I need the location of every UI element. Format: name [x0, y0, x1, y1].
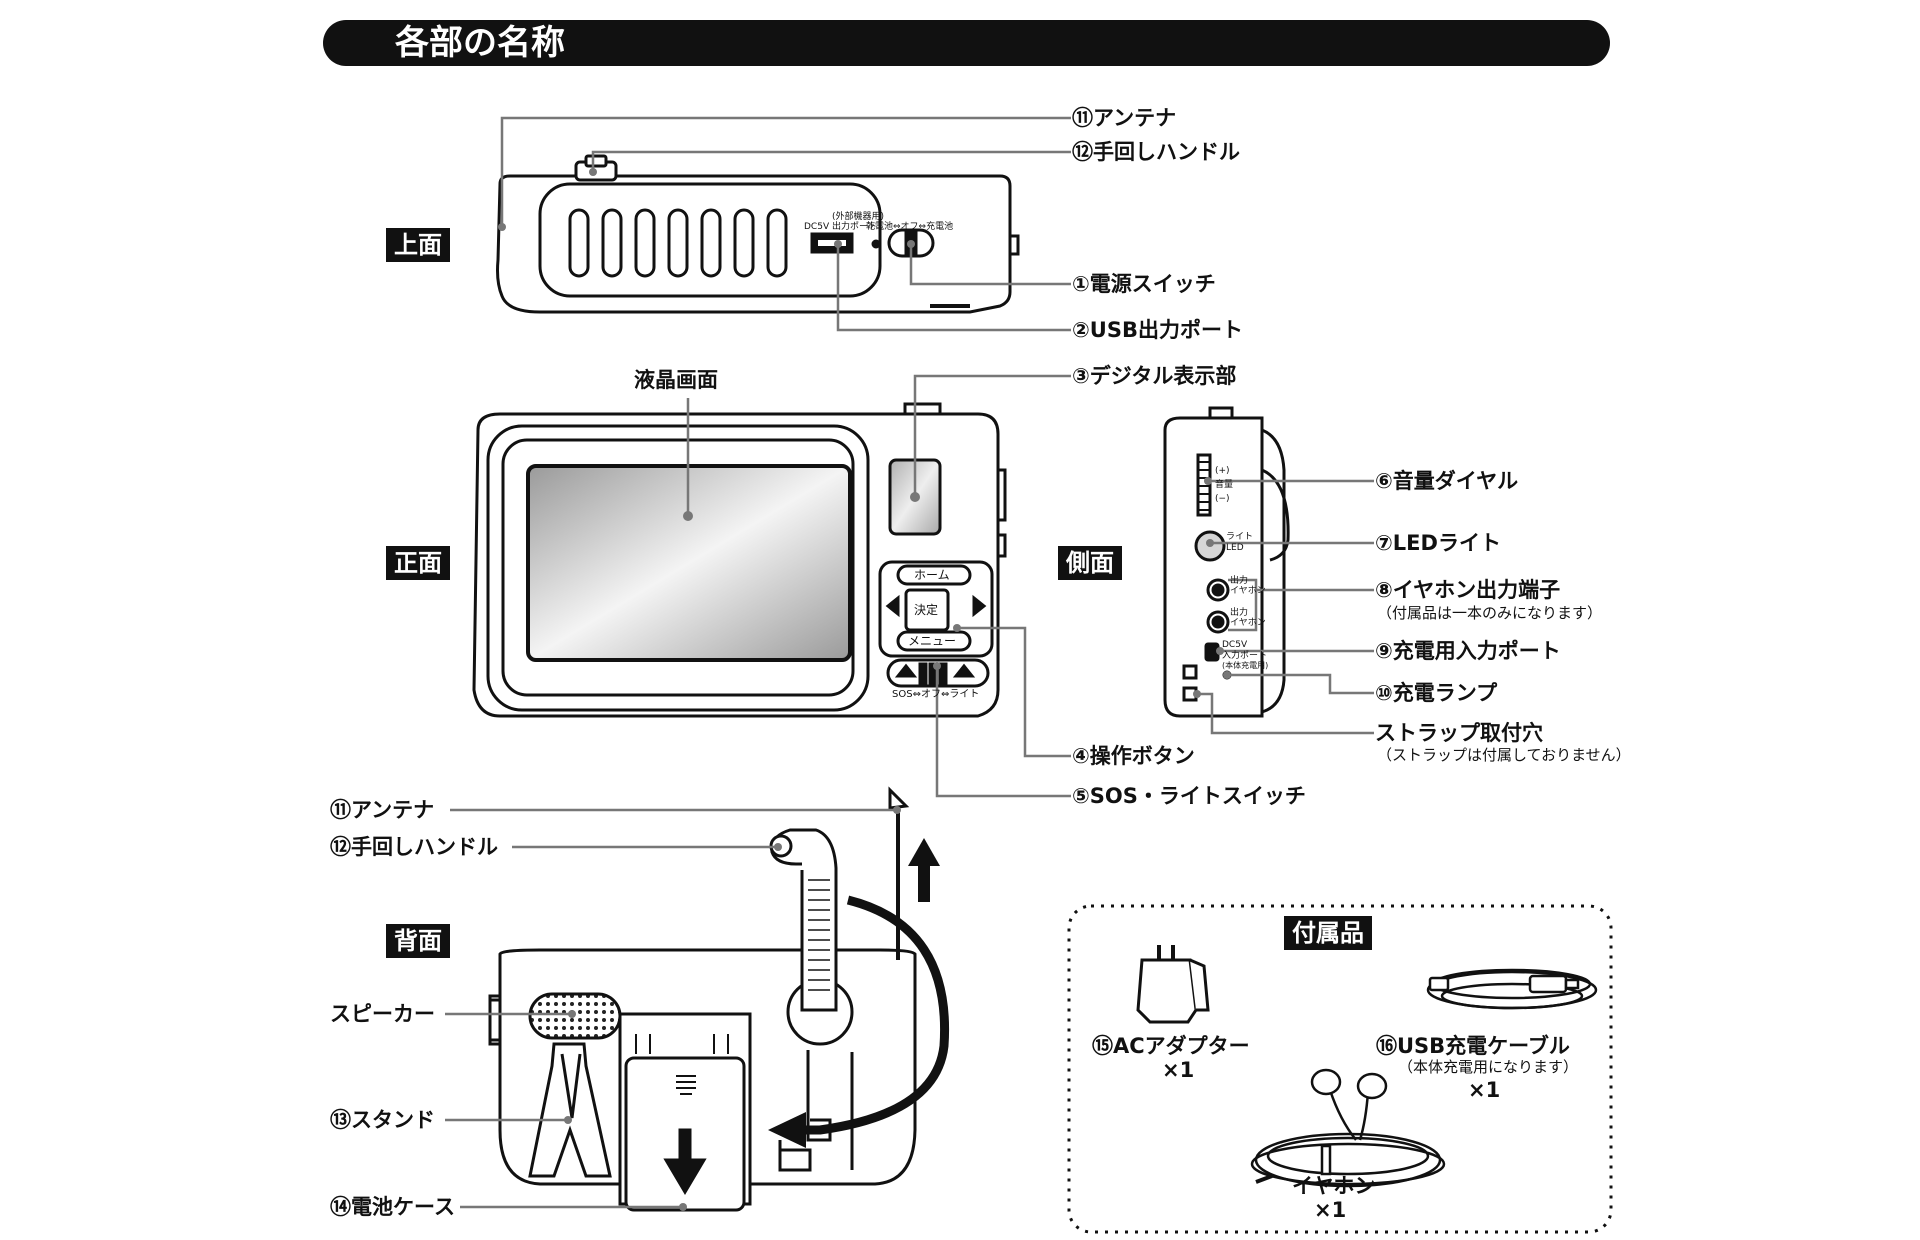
device-vol-name: 音量 [1215, 480, 1234, 490]
label-led: ⑦LEDライト [1375, 531, 1501, 555]
label-handle: ⑫手回しハンドル [1072, 140, 1240, 164]
label-battery-case: ⑭電池ケース [330, 1195, 455, 1219]
earphone-drawing [1250, 1068, 1446, 1188]
device-led: LED [1226, 543, 1244, 553]
note-strap: （ストラップは付属しておりません） [1377, 746, 1631, 764]
label-sos-switch: ⑤SOS・ライトスイッチ [1072, 784, 1306, 808]
view-tag-top: 上面 [386, 228, 450, 262]
side-view-device [1163, 406, 1290, 718]
qty-adapter: ×1 [1162, 1058, 1195, 1082]
label-power-switch: ①電源スイッチ [1072, 272, 1216, 296]
usb-cable-drawing [1426, 968, 1598, 1010]
device-input-note: (本体充電用) [1222, 661, 1269, 670]
label-buttons: ④操作ボタン [1072, 744, 1195, 768]
device-earphone1: イヤホン [1230, 586, 1266, 596]
label-volume: ⑥音量ダイヤル [1375, 469, 1519, 493]
ok-button[interactable]: 決定 [914, 603, 939, 617]
label-usb-port: ②USB出力ポート [1072, 318, 1243, 342]
device-out2: 出力 [1230, 608, 1249, 618]
label-earphone-jack: ⑧イヤホン出力端子 [1375, 578, 1561, 602]
label-charge-port: ⑨充電用入力ポート [1375, 639, 1561, 663]
label-speaker: スピーカー [330, 1002, 435, 1026]
qty-usb-cable: ×1 [1468, 1078, 1501, 1102]
rotation-arrows [768, 838, 950, 1148]
ac-adapter-drawing [1136, 945, 1210, 1024]
label-strap-hole: ストラップ取付穴 [1375, 721, 1543, 745]
leader-dots [498, 168, 1231, 1211]
label-stand: ⑬スタンド [330, 1108, 435, 1132]
view-tag-front: 正面 [386, 546, 450, 580]
label-usb-cable: ⑯USB充電ケーブル [1376, 1034, 1570, 1058]
title-bar [323, 20, 1610, 66]
label-earphone: イヤホン [1292, 1174, 1376, 1198]
menu-button[interactable]: メニュー [908, 634, 957, 648]
label-back-handle: ⑫手回しハンドル [330, 835, 498, 859]
accessories-heading: 付属品 [1284, 916, 1372, 950]
device-vol-minus: (−) [1215, 494, 1230, 504]
device-input-port: 入力ポート [1222, 651, 1268, 661]
device-usb-spec: DC5V 出力ポート [804, 222, 877, 232]
view-tag-side: 側面 [1058, 546, 1122, 580]
view-tag-back: 背面 [386, 924, 450, 958]
device-light: ライト [1226, 532, 1254, 542]
top-view-device [496, 154, 1020, 314]
home-button[interactable]: ホーム [914, 568, 950, 582]
device-switch-text: 乾電池⇔オフ⇔充電池 [866, 222, 954, 232]
label-antenna: ⑪アンテナ [1072, 106, 1177, 130]
back-view-device [488, 786, 917, 1212]
device-out1: 出力 [1230, 576, 1249, 586]
device-sos-text: SOS⇔オフ⇔ライト [892, 689, 980, 700]
device-vol-plus: (+) [1215, 466, 1230, 476]
label-digital-display: ③デジタル表示部 [1072, 364, 1237, 388]
label-adapter: ⑮ACアダプター [1092, 1034, 1250, 1058]
page-title: 各部の名称 [395, 23, 565, 63]
note-usb-cable: （本体充電用になります） [1398, 1058, 1579, 1076]
qty-earphone: ×1 [1314, 1198, 1347, 1222]
leader-lines [445, 116, 1374, 1209]
label-back-antenna: ⑪アンテナ [330, 798, 435, 822]
accessories-box [1067, 904, 1613, 1234]
top-view-grille [568, 208, 788, 278]
label-lcd: 液晶画面 [634, 368, 718, 392]
note-earphone-jack: （付属品は一本のみになります） [1377, 604, 1603, 622]
device-earphone2: イヤホン [1230, 618, 1266, 628]
device-usb-note: (外部機器用) [832, 212, 885, 222]
front-view-device [472, 402, 1007, 718]
device-dc5v: DC5V [1222, 640, 1248, 650]
label-charge-lamp: ⑩充電ランプ [1375, 681, 1498, 705]
